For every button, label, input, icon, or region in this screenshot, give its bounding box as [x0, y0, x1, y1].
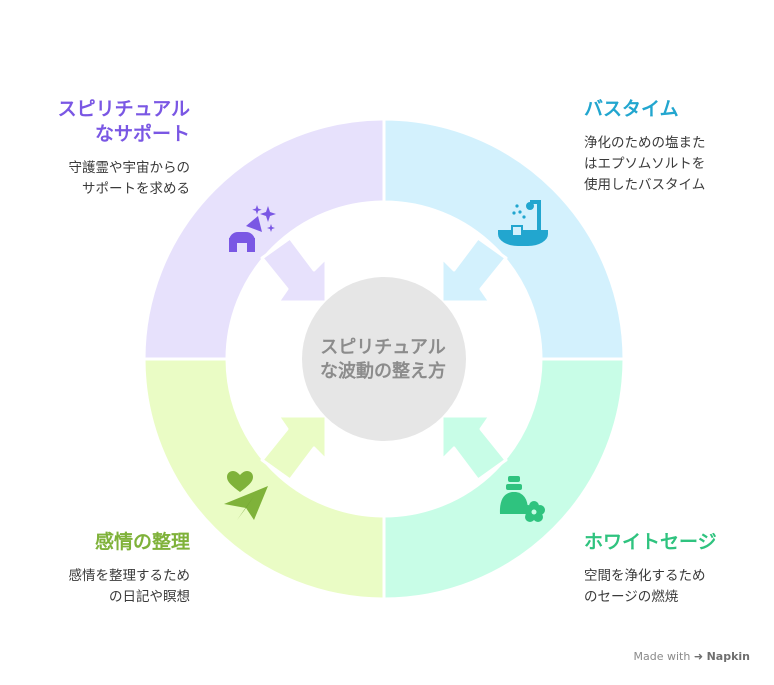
label-emotion-organizing: 感情の整理 感情を整理するため の日記や瞑想: [30, 530, 191, 608]
spiritual-support-title-line1: スピリチュアル: [57, 98, 190, 120]
emotion-organizing-title: 感情の整理: [94, 531, 190, 553]
magic-hat-icon: [229, 205, 276, 252]
white-sage-desc-line2: のセージの燃焼: [584, 589, 679, 605]
center-circle: [302, 277, 466, 441]
label-white-sage: ホワイトセージ 空間を浄化するため のセージの燃焼: [584, 530, 764, 608]
arrow-top-right: [440, 236, 508, 304]
incense-flower-icon: [499, 476, 545, 522]
made-with-footer[interactable]: Made with ➜ Napkin: [634, 650, 750, 663]
emotion-organizing-desc-line2: の日記や瞑想: [109, 589, 190, 605]
bath-time-desc-line1: 浄化のための塩また: [584, 135, 706, 151]
napkin-logo-icon: ➜: [693, 650, 704, 663]
white-sage-desc-line1: 空間を浄化するため: [584, 568, 706, 584]
white-sage-description: 空間を浄化するため のセージの燃焼: [584, 566, 764, 608]
emotion-organizing-desc-line1: 感情を整理するため: [68, 568, 191, 584]
spiritual-support-title-line2: なサポート: [94, 123, 190, 145]
spiritual-support-title: スピリチュアル なサポート: [30, 97, 190, 147]
bath-time-description: 浄化のための塩また はエプソムソルトを 使用したバスタイム: [584, 133, 764, 196]
quadrant-bottom-right: [382, 357, 626, 601]
center-title-line2: な波動の整え方: [320, 361, 446, 382]
center-title-line1: スピリチュアル: [320, 337, 446, 358]
label-bath-time: バスタイム 浄化のための塩また はエプソムソルトを 使用したバスタイム: [584, 97, 764, 196]
center-title: スピリチュアル な波動の整え方: [300, 336, 466, 384]
arrow-bottom-right: [440, 414, 508, 482]
label-spiritual-support: スピリチュアル なサポート 守護霊や宇宙からの サポートを求める: [30, 97, 190, 200]
spiritual-support-description: 守護霊や宇宙からの サポートを求める: [30, 158, 191, 200]
quadrant-bottom-left: [142, 357, 386, 601]
made-with-text: Made with: [633, 650, 691, 663]
quadrant-top-left: [142, 117, 386, 361]
heart-plane-icon: [224, 471, 268, 520]
bath-time-desc-line3: 使用したバスタイム: [584, 177, 706, 193]
emotion-organizing-description: 感情を整理するため の日記や瞑想: [30, 566, 191, 608]
arrow-bottom-left: [260, 414, 328, 482]
spiritual-support-desc-line1: 守護霊や宇宙からの: [68, 160, 191, 176]
napkin-brand: Napkin: [706, 650, 750, 663]
bath-time-title: バスタイム: [584, 98, 679, 120]
arrow-top-left: [260, 236, 328, 304]
bathtub-shower-icon: [498, 200, 548, 246]
white-sage-title: ホワイトセージ: [584, 531, 717, 553]
spiritual-support-desc-line2: サポートを求める: [82, 181, 190, 197]
bath-time-desc-line2: はエプソムソルトを: [584, 156, 706, 172]
